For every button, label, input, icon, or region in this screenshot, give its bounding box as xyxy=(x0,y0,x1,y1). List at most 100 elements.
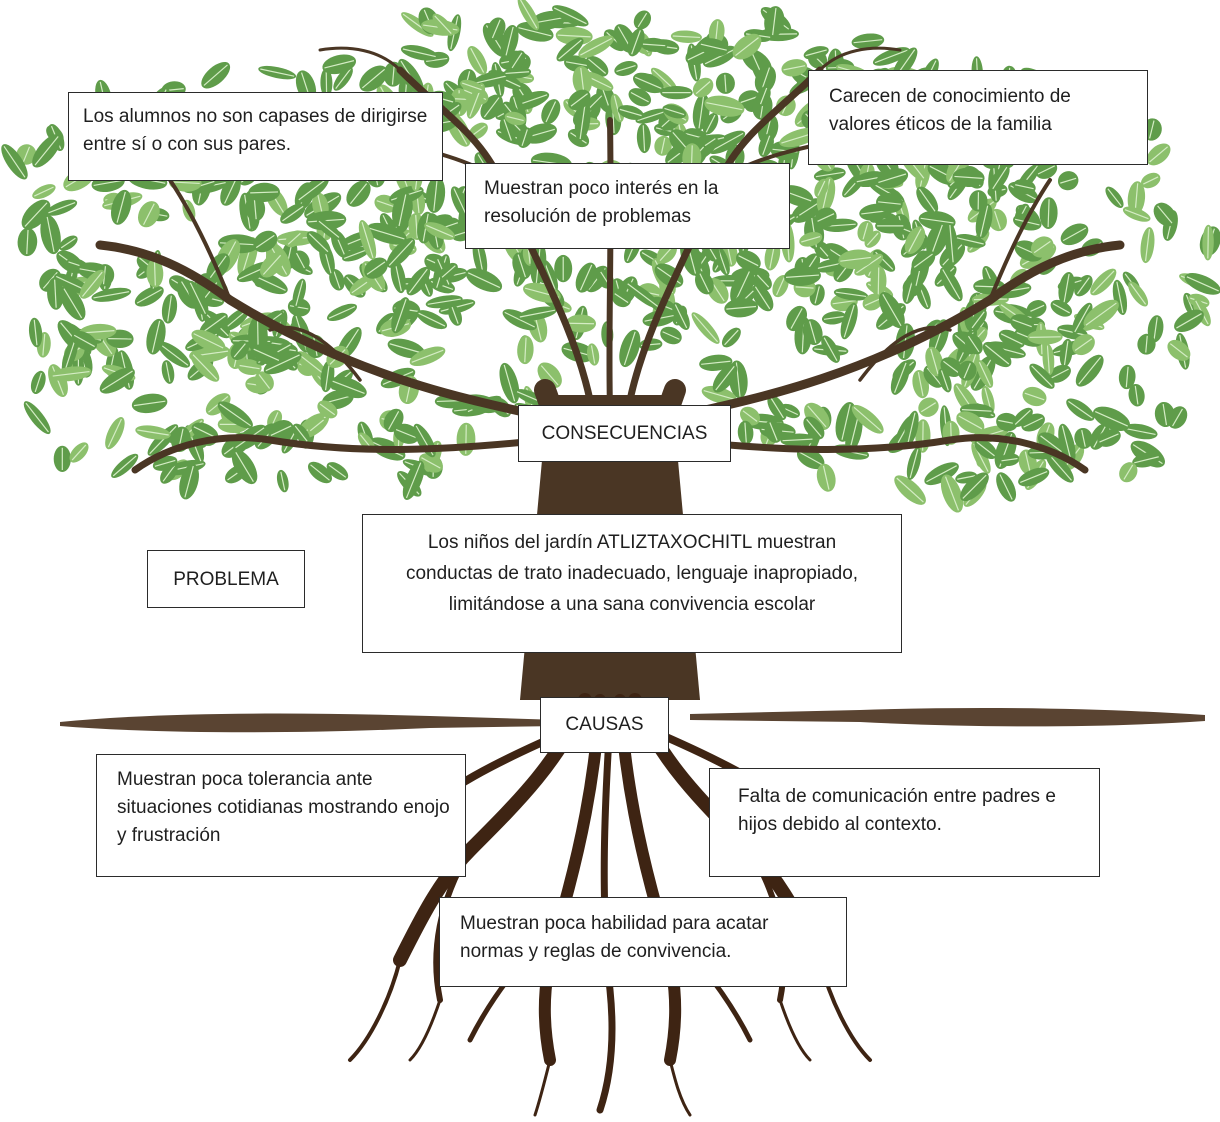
leaf xyxy=(1021,413,1045,432)
leaf xyxy=(813,167,846,182)
leaf xyxy=(672,302,690,330)
causes-label-text: CAUSAS xyxy=(565,714,644,735)
leaf xyxy=(721,327,741,348)
branch xyxy=(95,240,565,425)
leaf xyxy=(260,252,284,278)
leaf xyxy=(1128,383,1145,407)
leaf xyxy=(1118,364,1136,390)
branch xyxy=(131,434,549,474)
leaf xyxy=(326,462,349,481)
leaf xyxy=(876,193,903,213)
leaf xyxy=(21,199,51,230)
leaf xyxy=(1039,197,1058,229)
leaf xyxy=(976,360,994,388)
leaf xyxy=(670,30,702,43)
leaf xyxy=(179,463,199,500)
leaf xyxy=(572,66,592,96)
leaf xyxy=(864,230,881,248)
leaf xyxy=(1057,171,1079,191)
leaf xyxy=(326,303,358,322)
consequence-box-left: Los alumnos no son capases de dirigirse … xyxy=(68,92,443,181)
leaf xyxy=(17,227,38,257)
ground-line-left xyxy=(60,713,560,733)
leaf xyxy=(851,33,885,49)
leaf xyxy=(448,305,462,326)
leaf xyxy=(924,462,959,486)
leaf xyxy=(660,326,682,345)
leaf xyxy=(784,266,821,286)
leaf xyxy=(890,360,910,395)
leaf xyxy=(402,460,425,501)
leaf xyxy=(508,50,526,71)
leaf xyxy=(585,55,609,77)
leaf xyxy=(772,275,789,298)
leaf xyxy=(263,351,302,375)
leaf xyxy=(292,278,307,308)
leaf xyxy=(1,144,28,180)
leaf xyxy=(504,111,526,126)
leaf xyxy=(821,335,841,363)
leaf xyxy=(364,257,388,279)
leaf xyxy=(1122,206,1151,222)
leaf xyxy=(245,195,266,222)
leaf xyxy=(1066,398,1095,421)
cause-text-right: Falta de comunicación entre padres e hij… xyxy=(738,786,1056,835)
leaf xyxy=(586,343,600,366)
consequence-text-right: Carecen de conocimiento de valores ético… xyxy=(829,86,1071,135)
leaf xyxy=(974,438,998,460)
leaf xyxy=(578,35,614,59)
leaf xyxy=(387,338,425,359)
leaf xyxy=(1027,329,1063,345)
leaf xyxy=(390,259,406,294)
leaf xyxy=(1132,452,1161,468)
leaf xyxy=(799,231,823,247)
leaf xyxy=(30,370,46,394)
leaf xyxy=(111,189,132,225)
leaf xyxy=(692,77,714,98)
leaf xyxy=(737,420,754,445)
leaf xyxy=(61,335,79,375)
leaf xyxy=(1128,281,1149,307)
leaf xyxy=(161,360,175,384)
leaf xyxy=(516,127,533,148)
leaf xyxy=(894,475,926,505)
leaf xyxy=(628,88,652,107)
consequence-text-left: Los alumnos no son capases de dirigirse … xyxy=(83,106,428,155)
leaf xyxy=(99,367,135,394)
problem-label-text: PROBLEMA xyxy=(173,569,279,590)
leaf xyxy=(803,46,829,60)
leaf xyxy=(838,249,873,270)
leaf xyxy=(50,366,92,382)
leaf xyxy=(1022,386,1047,407)
leaf xyxy=(574,100,591,142)
leaf xyxy=(187,280,209,316)
problem-label: PROBLEMA xyxy=(147,550,305,608)
leaf xyxy=(487,17,506,41)
leaf xyxy=(956,411,985,434)
leaf xyxy=(875,218,906,234)
leaf xyxy=(878,291,905,329)
leaf xyxy=(552,5,589,27)
leaf xyxy=(58,235,78,251)
leaf xyxy=(1075,354,1104,387)
leaf xyxy=(105,416,125,450)
cause-box-bottom: Muestran poca habilidad para acatar norm… xyxy=(439,897,847,987)
leaf xyxy=(248,182,280,203)
leaf xyxy=(767,394,787,421)
leaf xyxy=(1137,333,1156,355)
leaf xyxy=(556,37,584,62)
leaf xyxy=(833,287,869,301)
leaf xyxy=(1060,223,1089,246)
leaf xyxy=(756,85,771,107)
leaf xyxy=(503,66,532,79)
leaf xyxy=(1035,160,1058,179)
leaf xyxy=(1050,299,1073,317)
root xyxy=(668,1058,692,1117)
leaf xyxy=(851,404,884,434)
leaf xyxy=(814,207,837,228)
cause-text-left: Muestran poca tolerancia ante situacione… xyxy=(117,769,450,846)
leaf xyxy=(999,453,1020,466)
leaf xyxy=(802,319,823,346)
leaf xyxy=(872,47,910,66)
